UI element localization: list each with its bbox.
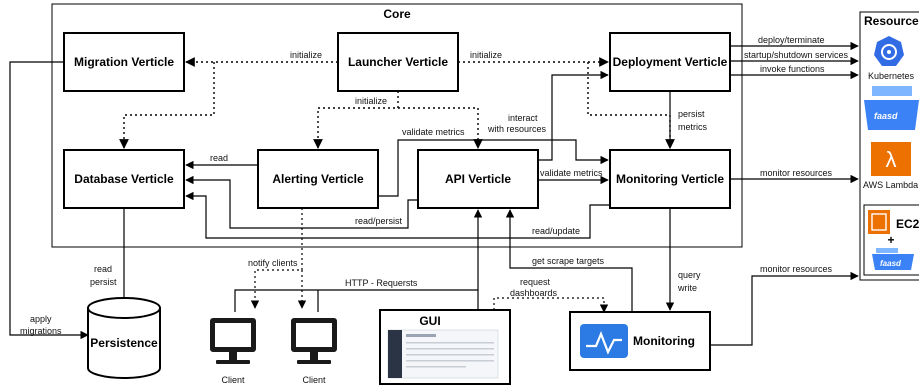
resources-panel: Resources Kubernetes faasd λ AWS Lambda … bbox=[859, 11, 919, 281]
svg-text:Migration Verticle: Migration Verticle bbox=[74, 55, 174, 69]
edge-label-initialize-right: initialize bbox=[470, 50, 502, 60]
edge-label-read-persist: read/persist bbox=[355, 216, 403, 226]
faasd-icon: faasd bbox=[864, 86, 919, 130]
edge-label-db-persist: persist bbox=[90, 277, 117, 287]
plus-sign: + bbox=[887, 233, 894, 247]
persistence-db: Persistence bbox=[87, 297, 161, 379]
ec2-label: EC2 bbox=[896, 217, 919, 231]
kubernetes-label: Kubernetes bbox=[868, 71, 915, 81]
migration-verticle: Migration Verticle bbox=[63, 32, 185, 92]
kubernetes-icon bbox=[874, 36, 904, 66]
faasd-small-label: faasd bbox=[880, 259, 902, 268]
svg-text:Database Verticle: Database Verticle bbox=[74, 172, 174, 186]
edge-label-monitor-resources-1: monitor resources bbox=[760, 168, 833, 178]
edge-label-persist: persist bbox=[678, 109, 705, 119]
dashboard-thumbnail bbox=[387, 329, 499, 379]
client-1-label: Client bbox=[221, 375, 245, 385]
edge-label-startup: startup/shutdown services bbox=[744, 50, 849, 60]
aws-lambda-icon: λ bbox=[871, 142, 911, 176]
monitor-icon bbox=[210, 318, 256, 364]
aws-lambda-label: AWS Lambda bbox=[863, 180, 918, 190]
svg-text:GUI: GUI bbox=[419, 314, 440, 328]
edge-label-scrape: get scrape targets bbox=[532, 256, 605, 266]
svg-text:λ: λ bbox=[886, 147, 897, 172]
alerting-verticle: Alerting Verticle bbox=[257, 149, 379, 209]
edge-label-with-resources: with resources bbox=[487, 124, 547, 134]
edge-label-invoke: invoke functions bbox=[760, 64, 825, 74]
faasd-label: faasd bbox=[874, 111, 898, 121]
svg-text:Persistence: Persistence bbox=[90, 336, 158, 350]
edge-label-initialize-left: initialize bbox=[290, 50, 322, 60]
edge-label-read-update: read/update bbox=[532, 226, 580, 236]
ec2-group: EC2 + faasd bbox=[863, 204, 919, 276]
edge-label-monitor-resources-2: monitor resources bbox=[760, 264, 833, 274]
client-2: Client bbox=[291, 318, 337, 385]
launcher-verticle: Launcher Verticle bbox=[337, 32, 459, 92]
core-title: Core bbox=[383, 7, 411, 21]
resources-title: Resources bbox=[864, 14, 919, 28]
dotted-external-edges bbox=[250, 208, 609, 313]
faasd-small-icon: faasd bbox=[872, 248, 914, 270]
client-1: Client bbox=[210, 318, 256, 385]
edge-label-notify: notify clients bbox=[248, 258, 298, 268]
edge-label-http: HTTP - Requersts bbox=[345, 278, 418, 288]
gui-box: GUI bbox=[379, 309, 511, 385]
client-2-label: Client bbox=[302, 375, 326, 385]
pulse-chart-icon bbox=[580, 324, 628, 358]
edge-label-read: read bbox=[210, 153, 228, 163]
edge-label-db-read: read bbox=[94, 264, 112, 274]
internal-edges bbox=[9, 61, 675, 340]
svg-text:API Verticle: API Verticle bbox=[445, 172, 511, 186]
monitoring-verticle: Monitoring Verticle bbox=[609, 149, 731, 209]
edge-label-dashboards: dashboards bbox=[510, 288, 558, 298]
edge-label-metrics: metrics bbox=[678, 122, 707, 132]
deployment-verticle: Deployment Verticle bbox=[609, 32, 731, 92]
monitoring-tool: Monitoring bbox=[569, 311, 711, 371]
edge-label-deploy: deploy/terminate bbox=[758, 35, 825, 45]
edge-label-write: write bbox=[677, 283, 697, 293]
external-edges bbox=[234, 41, 859, 346]
monitor-icon bbox=[291, 318, 337, 364]
edge-label-validate-top: validate metrics bbox=[402, 127, 465, 137]
edge-label-initialize-down: initialize bbox=[355, 96, 387, 106]
edge-label-apply: apply bbox=[30, 314, 52, 324]
svg-text:Alerting Verticle: Alerting Verticle bbox=[272, 172, 364, 186]
edge-label-request: request bbox=[520, 277, 551, 287]
database-verticle: Database Verticle bbox=[63, 149, 185, 209]
svg-text:Launcher Verticle: Launcher Verticle bbox=[348, 55, 448, 69]
edge-label-interact: interact bbox=[508, 113, 538, 123]
api-verticle: API Verticle bbox=[417, 149, 539, 209]
svg-text:Monitoring: Monitoring bbox=[633, 334, 695, 348]
edge-label-migrations: migrations bbox=[20, 326, 62, 336]
edge-label-validate-right: validate metrics bbox=[540, 168, 603, 178]
svg-text:Deployment Verticle: Deployment Verticle bbox=[613, 55, 728, 69]
svg-text:Monitoring Verticle: Monitoring Verticle bbox=[616, 172, 724, 186]
ec2-icon bbox=[868, 210, 890, 234]
edge-label-query: query bbox=[678, 270, 701, 280]
